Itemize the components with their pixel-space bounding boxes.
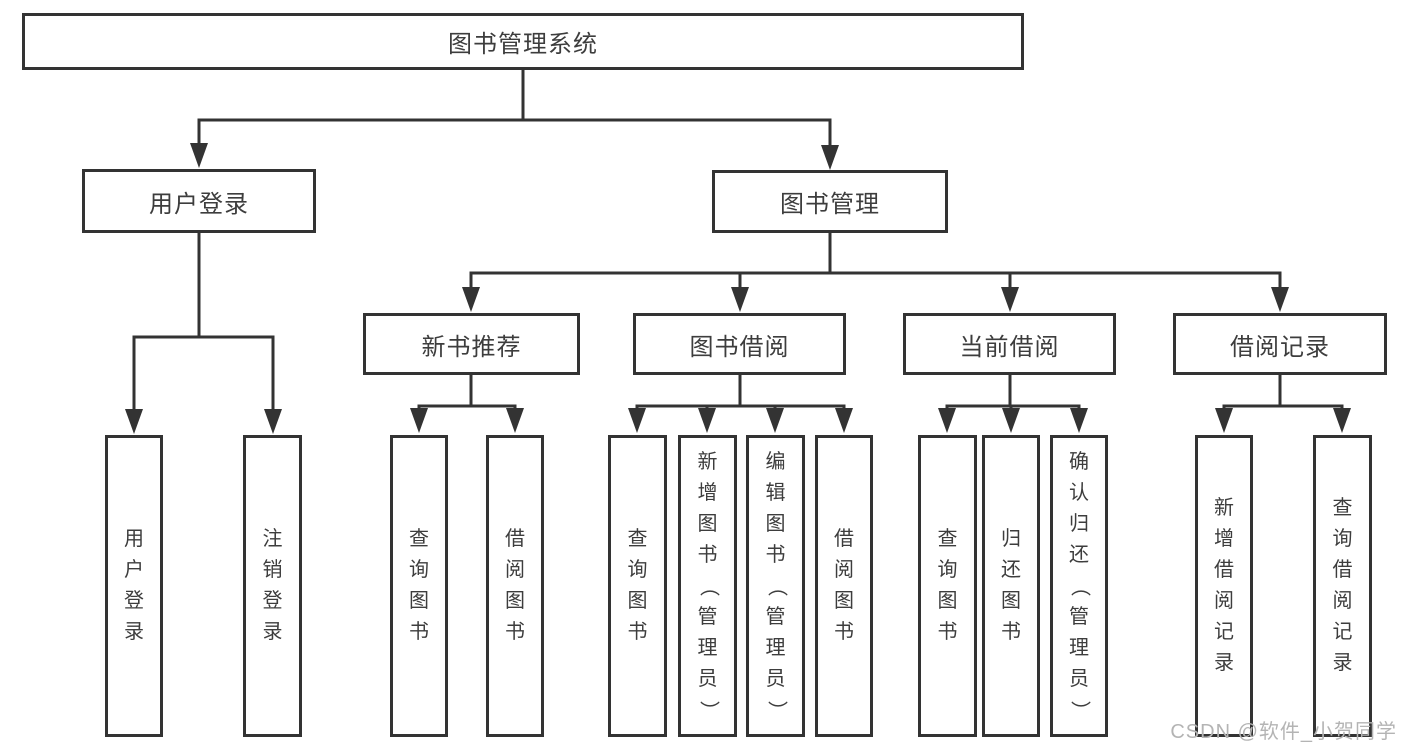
arrowhead xyxy=(1070,408,1088,433)
node-library-management-system: 图书管理系统 xyxy=(22,13,1024,70)
node-borrowing-records: 借阅记录 xyxy=(1173,313,1387,375)
leaf-query-borrow-record: 查询借阅记录 xyxy=(1313,435,1372,737)
leaf-query-books-current: 查询图书 xyxy=(918,435,977,737)
node-book-management: 图书管理 xyxy=(712,170,948,233)
arrowhead xyxy=(938,408,956,433)
leaf-confirm-return-admin: 确认归还（管理员） xyxy=(1050,435,1108,737)
leaf-return-books: 归还图书 xyxy=(982,435,1040,737)
arrowhead xyxy=(410,408,428,433)
arrowhead xyxy=(698,408,716,433)
arrowhead xyxy=(1002,408,1020,433)
node-current-borrowing: 当前借阅 xyxy=(903,313,1116,375)
leaf-add-books-admin: 新增图书（管理员） xyxy=(678,435,737,737)
arrowhead xyxy=(1215,408,1233,433)
arrowhead xyxy=(264,409,282,434)
arrowhead xyxy=(731,287,749,312)
leaf-add-borrow-record: 新增借阅记录 xyxy=(1195,435,1253,737)
node-user-login: 用户登录 xyxy=(82,169,316,233)
arrowhead xyxy=(1001,287,1019,312)
leaf-query-books-borrowing: 查询图书 xyxy=(608,435,667,737)
arrowhead xyxy=(462,287,480,312)
arrowhead xyxy=(821,145,839,170)
csdn-watermark: CSDN @软件_小贺同学 xyxy=(1170,721,1397,743)
leaf-query-books-recommend: 查询图书 xyxy=(390,435,448,737)
leaf-user-login: 用户登录 xyxy=(105,435,163,737)
arrowhead xyxy=(1271,287,1289,312)
arrowhead xyxy=(1333,408,1351,433)
leaf-borrow-books-recommend: 借阅图书 xyxy=(486,435,544,737)
leaf-logout: 注销登录 xyxy=(243,435,302,737)
leaf-borrow-books-borrowing: 借阅图书 xyxy=(815,435,873,737)
arrowhead xyxy=(506,408,524,433)
node-new-book-recommendation: 新书推荐 xyxy=(363,313,580,375)
arrowhead xyxy=(125,409,143,434)
arrowhead xyxy=(190,143,208,168)
arrowhead xyxy=(628,408,646,433)
arrowhead xyxy=(766,408,784,433)
node-book-borrowing: 图书借阅 xyxy=(633,313,846,375)
arrowhead xyxy=(835,408,853,433)
leaf-edit-books-admin: 编辑图书（管理员） xyxy=(746,435,805,737)
